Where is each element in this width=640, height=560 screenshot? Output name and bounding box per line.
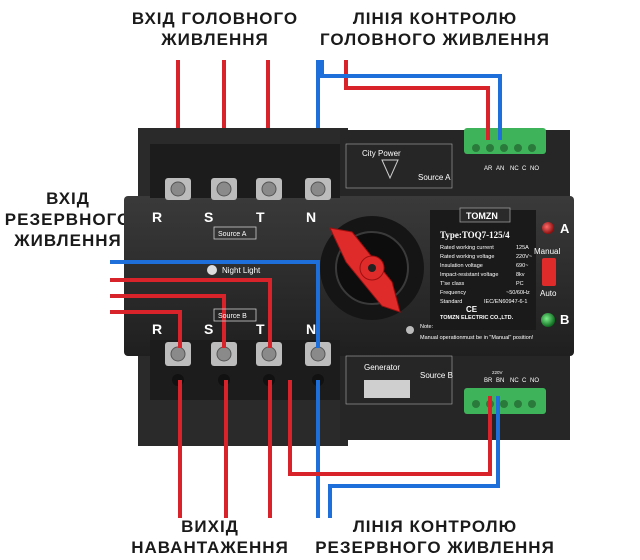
night-light-label: Night Light [222,266,261,275]
bottom-terminal-label-nc: NC [510,378,519,384]
bottom-terminals [150,340,340,400]
note-icon [406,326,414,334]
bottom-terminal-voltage: 220V [492,370,503,375]
auto-label: Auto [540,289,557,298]
info-panel [430,210,536,330]
bulb-icon [207,265,217,275]
spec-key-2: Insulation voltage [440,263,483,269]
model-label: Type:TOQ7-125/4 [440,230,510,240]
caption-reserve-input: ВХІД РЕЗЕРВНОГО ЖИВЛЕННЯ [4,189,132,250]
main-control-wires [320,60,502,140]
spec-val-2: 690~ [516,263,528,269]
top-terminal-label-an: AN [496,166,504,172]
city-power-panel [345,143,453,189]
manual-auto-switch[interactable] [542,258,556,286]
reserve-control-wires [288,380,500,518]
bottom-terminal-label-bn: BN [496,378,504,384]
caption-main-input: ВХІД ГОЛОВНОГО ЖИВЛЕННЯ [131,9,299,49]
top-terminal-label-c: C [522,166,527,172]
manual-label: Manual [534,247,560,256]
spec-key-5: Frequency [440,290,466,296]
note-title: Note: [420,324,434,330]
led-b [541,313,555,327]
phase-label-top-n: N [306,209,316,225]
spec-val-6: IEC/EN60947-6-1 [484,299,527,305]
bottom-terminal-label-no: NO [530,378,539,384]
spec-key-6: Standard [440,299,462,305]
top-terminal-label-ar: AR [484,166,493,172]
spec-val-0: 125A [516,245,529,251]
top-terminals [150,144,340,200]
top-terminal-label-nc: NC [510,166,519,172]
led-a [542,222,554,234]
phase-label-bottom-t: T [256,321,265,337]
city-power-label: City Power [362,149,401,158]
phase-label-top-r: R [152,209,162,225]
note-text: Manual operationmust be in "Manual" posi… [420,335,534,341]
tower-icon [381,159,399,180]
caption-main-control: ЛІНІЯ КОНТРОЛЮ ГОЛОВНОГО ЖИВЛЕННЯ [320,9,550,49]
phase-label-top-s: S [204,209,213,225]
spec-val-3: 8kv [516,272,525,278]
source-a-tag-box [213,226,257,240]
ce-mark: CE [466,305,478,314]
load-output-wires [178,380,320,518]
top-terminal-label-no: NO [530,166,539,172]
indicator-b-label: B [560,312,569,327]
company-label: TOMZN ELECTRIC CO.,LTD. [440,315,514,321]
generator-label: Generator [364,363,400,372]
bottom-terminal-label-c: C [522,378,527,384]
source-a-label: Source A [418,173,451,182]
phase-label-bottom-n: N [306,321,316,337]
spec-key-0: Rated working current [440,245,494,251]
bottom-terminal-label-br: BR [484,378,493,384]
brand-box [459,207,511,223]
phase-label-bottom-r: R [152,321,162,337]
spec-key-3: Impact-resistant voltage [440,272,498,278]
source-b-tag: Source B [218,313,247,320]
brand-label: TOMZN [466,211,498,221]
source-b-label: Source B [420,371,453,380]
aux-terminal-block-top [464,128,546,154]
indicator-a-label: A [560,221,570,236]
phase-label-top-t: T [256,209,265,225]
phase-label-bottom-s: S [204,321,213,337]
spec-val-1: 220V~ [516,254,532,260]
spec-key-1: Rated working voltage [440,254,494,260]
generator-icon [364,380,410,398]
source-a-tag: Source A [218,231,247,238]
caption-reserve-control: ЛІНІЯ КОНТРОЛЮ РЕЗЕРВНОГО ЖИВЛЕННЯ [315,517,555,557]
spec-key-4: T'se class [440,281,465,287]
reserve-input-wires [110,260,320,348]
spec-val-5: ~50/60Hz [506,290,530,296]
source-b-tag-box [213,308,257,322]
rotary-handle[interactable] [320,216,424,320]
generator-panel [345,355,453,405]
spec-val-4: PC [516,281,524,287]
caption-load-output: ВИХІД НАВАНТАЖЕННЯ [131,517,289,557]
